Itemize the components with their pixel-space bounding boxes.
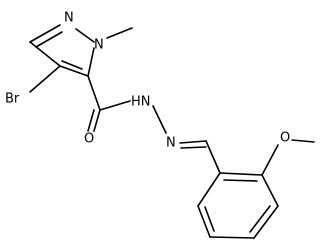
atom-hydrazide-nh: HN (131, 95, 151, 110)
bond-n1-c5 (87, 47, 95, 77)
bond-carbonyl-c-nh (99, 100, 131, 111)
bond-ch-aryl (205, 140, 221, 174)
bond-methoxy-o-ch3 (291, 139, 315, 143)
atom-n-ring: N (64, 11, 74, 26)
bond-ring-a-double (223, 179, 258, 182)
bond-ring-c (253, 205, 279, 239)
bond-c4-br (29, 65, 61, 93)
bond-n2-n1 (75, 28, 95, 43)
bond-ring-d (209, 236, 255, 239)
bond-c5-carbonyl-c (87, 75, 101, 111)
atom-br: Br (5, 92, 20, 107)
bond-ring-e-double (204, 206, 215, 232)
bond-nh-n (152, 105, 167, 134)
bond-c3-n2 (29, 24, 61, 43)
bond-n-ch (179, 140, 207, 144)
bond-ring-methoxy-o (261, 144, 279, 176)
atom-imine-n: N (166, 136, 176, 151)
bond-n-ch-double (180, 146, 207, 149)
bond-c4-c3 (29, 41, 61, 67)
bond-carbonyl-c-o-double (87, 109, 95, 132)
atom-n-methyl: N (94, 38, 104, 53)
bond-c5-c4-double (61, 60, 83, 70)
bond-ring-b (261, 174, 279, 207)
bond-carbonyl-c-o (93, 109, 101, 132)
bond-ring-f (197, 172, 221, 207)
bond-c3-n2-double (35, 31, 63, 48)
bond-ring-e (197, 205, 211, 238)
bond-ring-a (219, 172, 263, 176)
atom-methoxy-o: O (280, 131, 290, 146)
bond-c5-c4 (59, 65, 89, 77)
bond-ring-c-double (249, 205, 271, 233)
atom-carbonyl-o: O (84, 132, 94, 147)
bond-n1-methyl (106, 27, 133, 39)
